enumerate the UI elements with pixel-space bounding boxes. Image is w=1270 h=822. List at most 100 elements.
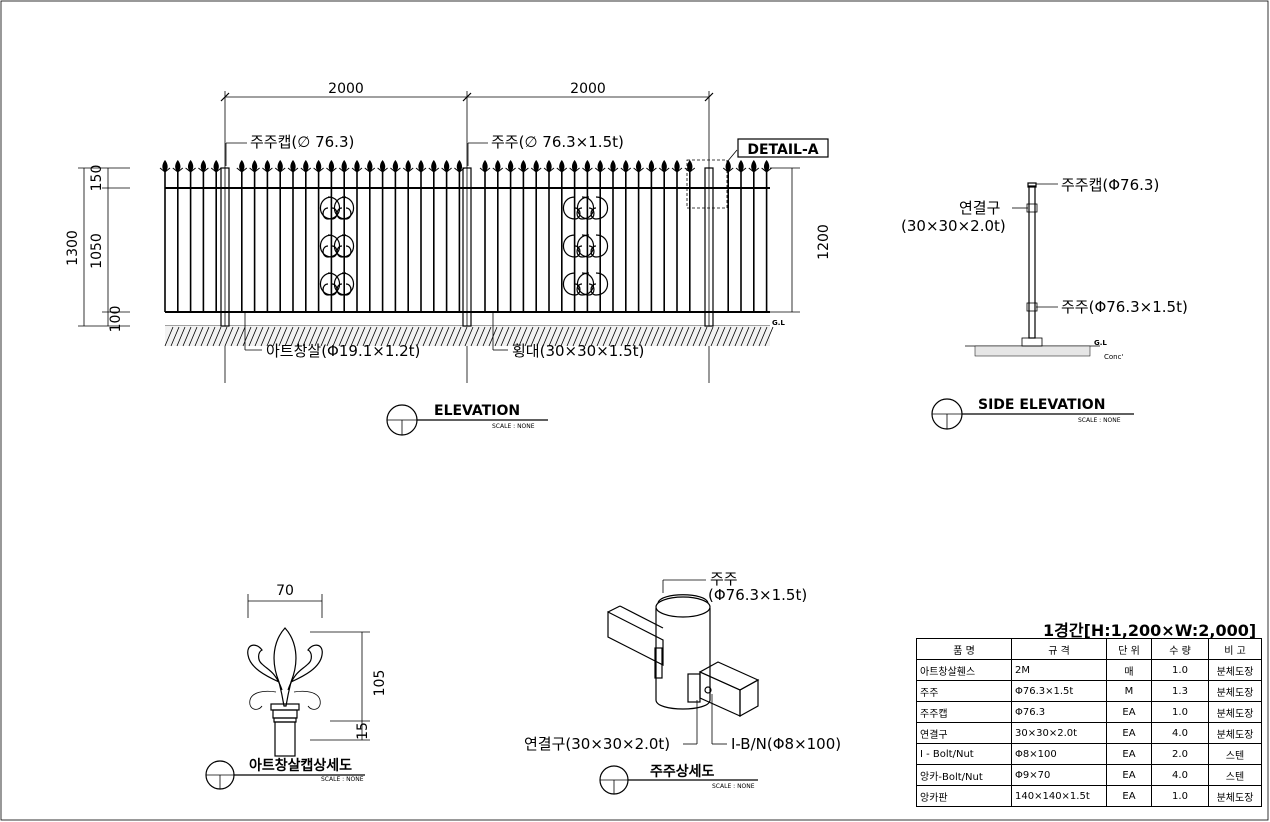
finial-icon <box>175 160 181 172</box>
finial-icon <box>187 160 194 172</box>
finial-icon <box>303 160 309 172</box>
finial-base <box>646 167 657 173</box>
cell-spec: Φ8×100 <box>1011 743 1107 765</box>
finial-base <box>735 167 747 173</box>
finial-base <box>185 167 196 173</box>
cell-name: 아트창살휀스 <box>916 659 1012 681</box>
side-elevation-scale: SCALE : NONE <box>1078 417 1121 424</box>
cell-note: 분체도장 <box>1208 785 1262 807</box>
finial-base <box>390 167 401 173</box>
cell-qty: 1.0 <box>1151 785 1209 807</box>
scroll-ornament <box>590 196 609 220</box>
cell-note: 스텐 <box>1208 764 1262 786</box>
cell-name: 주주 <box>916 680 1012 702</box>
cell-name: 앙카-Bolt/Nut <box>916 764 1012 786</box>
finial-base <box>543 167 555 173</box>
finial-base <box>428 167 440 173</box>
cap-dim-width: 70 <box>276 583 294 599</box>
cell-note: 분체도장 <box>1208 701 1262 723</box>
finial-icon <box>431 160 437 172</box>
dim-total-left: 1300 <box>65 230 81 266</box>
post-detail-label-connector: 연결구(30×30×2.0t) <box>524 735 670 753</box>
scroll-ornament <box>333 196 352 220</box>
spec-table-title: 1경간[H:1,200×W:2,000] <box>1043 621 1257 640</box>
finial-base <box>364 167 376 173</box>
finial-base <box>415 167 427 173</box>
finial-icon <box>495 160 501 172</box>
post-detail-view: 주주 (Φ76.3×1.5t) 연결구(30×30×2.0t) I-B/N(Φ8… <box>524 570 841 795</box>
finial-icon <box>610 160 616 172</box>
label-rail: 횡대(30×30×1.5t) <box>512 342 644 360</box>
post-left <box>220 167 230 327</box>
scroll-ornament <box>322 234 341 258</box>
finial-icon <box>482 160 488 172</box>
scroll-ornament <box>576 234 595 258</box>
finial-icon <box>162 160 168 172</box>
scroll-ornament <box>333 234 352 258</box>
side-elevation-title: SIDE ELEVATION <box>978 397 1105 413</box>
post-detail-label-post: 주주 <box>710 570 738 588</box>
finial-base <box>402 167 414 173</box>
cell-spec: 2M <box>1011 659 1107 681</box>
finial-icon <box>584 160 591 172</box>
cell-spec: 30×30×2.0t <box>1011 722 1107 744</box>
header-qty: 수 량 <box>1151 638 1209 660</box>
finial-icon <box>277 160 283 172</box>
finial-base <box>300 167 312 173</box>
scroll-ornament <box>590 272 609 296</box>
side-elevation-view: 주주캡(Φ76.3) 연결구 (30×30×2.0t) 주주(Φ76.3×1.5… <box>901 176 1188 430</box>
scroll-ornament <box>576 272 595 296</box>
cell-qty: 1.0 <box>1151 659 1209 681</box>
scroll-ornament <box>333 272 352 296</box>
finial-icon <box>392 160 399 172</box>
finial-base <box>761 167 772 173</box>
cell-note: 분체도장 <box>1208 680 1262 702</box>
cell-name: 주주캡 <box>916 701 1012 723</box>
finial-icon <box>264 160 271 172</box>
finial-icon <box>367 160 373 172</box>
finial-base <box>236 167 248 173</box>
finial-base <box>338 167 350 173</box>
side-label-connector: 연결구 <box>959 199 1000 217</box>
finial-base <box>351 167 363 173</box>
finial-base <box>748 167 760 173</box>
label-art-bar: 아트창살(Φ19.1×1.2t) <box>266 342 420 360</box>
cell-name: I - Bolt/Nut <box>916 743 1012 765</box>
finial-icon <box>251 160 258 172</box>
scroll-ornament <box>562 272 581 296</box>
finial-icon <box>379 160 386 172</box>
cell-unit: EA <box>1106 785 1152 807</box>
finial-base <box>492 167 504 173</box>
finial-icon <box>635 160 642 172</box>
finial-base <box>633 167 644 173</box>
finial-base <box>249 167 260 173</box>
scroll-ornament <box>562 196 581 220</box>
finial-icon <box>674 160 680 172</box>
finial-icon <box>520 160 527 172</box>
finial-icon <box>328 160 335 172</box>
finial-base <box>274 167 286 173</box>
finial-base <box>210 167 222 173</box>
post-detail-label-bolt: I-B/N(Φ8×100) <box>731 735 841 753</box>
cap-detail-scale: SCALE : NONE <box>321 776 364 783</box>
cell-note: 분체도장 <box>1208 722 1262 744</box>
cap-detail-view: 70 105 15 아트창살캡상세도 SCALE : NONE <box>205 583 388 790</box>
finial-base <box>505 167 516 173</box>
cell-unit: EA <box>1106 701 1152 723</box>
cell-spec: Φ9×70 <box>1011 764 1107 786</box>
cell-qty: 2.0 <box>1151 743 1209 765</box>
finial-base <box>287 167 299 173</box>
scroll-ornament <box>322 272 341 296</box>
cell-qty: 4.0 <box>1151 722 1209 744</box>
cell-qty: 1.3 <box>1151 680 1209 702</box>
header-spec: 규 격 <box>1011 638 1107 660</box>
side-label-cap: 주주캡(Φ76.3) <box>1061 176 1159 194</box>
finial-icon <box>354 160 360 172</box>
finial-base <box>582 167 593 173</box>
cell-name: 연결구 <box>916 722 1012 744</box>
elevation-title: ELEVATION <box>434 403 520 419</box>
